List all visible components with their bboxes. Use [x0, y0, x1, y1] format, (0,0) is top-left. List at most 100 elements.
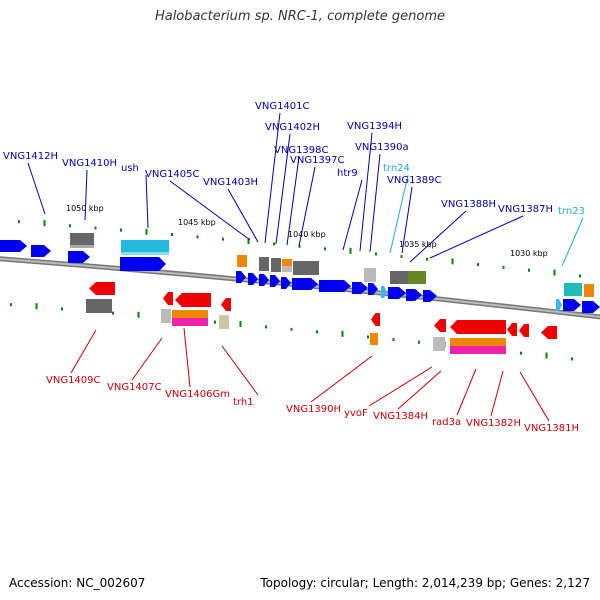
feature-box — [364, 268, 376, 282]
label-leader-line — [310, 355, 373, 403]
trna-feature — [556, 299, 562, 311]
gene-label: VNG1407C — [107, 382, 162, 393]
feature-box — [433, 337, 445, 351]
tick-mark — [145, 228, 148, 235]
gene-label: VNG1412H — [3, 151, 58, 162]
label-leader-line — [286, 156, 300, 246]
genome-summary-text: Topology: circular; Length: 2,014,239 bp… — [260, 576, 590, 590]
forward-cds — [68, 251, 90, 263]
reverse-cds — [434, 319, 446, 332]
forward-cds — [281, 277, 291, 289]
label-leader-line — [298, 166, 316, 247]
forward-cds — [388, 287, 406, 299]
label-leader-line — [369, 153, 381, 253]
feature-box — [172, 318, 208, 326]
label-leader-line — [275, 133, 291, 245]
tick-mark — [341, 330, 344, 337]
reverse-cds — [371, 313, 380, 326]
feature-box — [450, 346, 506, 354]
tick-mark — [324, 247, 326, 251]
gene-label: trn24 — [383, 163, 410, 174]
tick-mark — [545, 352, 548, 359]
label-leader-line — [401, 186, 413, 254]
tick-mark — [520, 351, 522, 355]
label-leader-line — [183, 327, 191, 388]
tick-mark — [477, 263, 479, 267]
label-leader-line — [519, 371, 550, 422]
tick-mark — [298, 244, 301, 248]
forward-cds — [368, 283, 378, 295]
tick-mark — [239, 321, 242, 328]
gene-label: VNG1390a — [355, 142, 409, 153]
tick-mark — [137, 311, 140, 318]
label-leader-line — [368, 366, 433, 407]
tick-mark — [69, 224, 71, 228]
label-leader-line — [397, 370, 442, 410]
tick-mark — [367, 335, 369, 339]
reverse-cds — [519, 324, 529, 337]
reverse-cds — [175, 293, 211, 307]
tick-mark — [528, 268, 530, 272]
forward-cds — [319, 280, 351, 292]
reverse-cds — [163, 292, 173, 305]
gene-label: trn23 — [558, 206, 585, 217]
forward-cds — [423, 290, 437, 302]
label-leader-line — [429, 215, 524, 259]
tick-mark — [112, 311, 114, 315]
forward-cds — [563, 299, 581, 311]
tick-mark — [273, 242, 275, 246]
tick-mark — [35, 303, 38, 310]
tick-mark — [316, 330, 318, 334]
gene-label: VNG1382H — [466, 418, 521, 429]
scale-label: 1035 kbp — [399, 240, 437, 249]
gene-label: VNG1401C — [255, 101, 310, 112]
scale-label: 1045 kbp — [178, 218, 216, 227]
label-leader-line — [145, 174, 149, 229]
tick-mark — [426, 257, 428, 261]
forward-cds — [352, 282, 368, 294]
label-leader-line — [169, 180, 251, 241]
tick-mark — [400, 255, 403, 259]
forward-cds — [248, 273, 258, 285]
gene-label: VNG1381H — [524, 423, 579, 434]
tick-mark — [94, 226, 97, 230]
scale-label: 1040 kbp — [288, 230, 326, 239]
feature-box — [121, 240, 169, 252]
gene-label: VNG1398C — [274, 145, 329, 156]
label-leader-line — [409, 210, 467, 263]
feature-box — [408, 271, 426, 284]
tick-mark — [553, 269, 556, 276]
reverse-cds — [89, 282, 115, 295]
feature-box — [259, 257, 269, 271]
forward-cds — [270, 275, 280, 287]
forward-cds — [259, 274, 269, 286]
gene-label: VNG1405C — [145, 169, 200, 180]
label-leader-line — [27, 162, 46, 215]
label-leader-line — [221, 345, 259, 396]
tick-mark — [10, 303, 12, 307]
tick-mark — [392, 338, 395, 342]
tick-mark — [579, 274, 581, 278]
tick-mark — [43, 220, 46, 227]
gene-label: yvoF — [344, 408, 368, 419]
tick-mark — [451, 258, 454, 265]
gene-label: VNG1410H — [62, 158, 117, 169]
feature-box — [293, 261, 319, 275]
feature-box — [564, 283, 582, 296]
tick-mark — [375, 252, 377, 256]
tick-mark — [418, 340, 420, 344]
feature-box — [271, 258, 281, 272]
feature-box — [70, 245, 94, 248]
gene-label: VNG1397C — [290, 155, 345, 166]
gene-label: VNG1387H — [498, 204, 553, 215]
feature-box — [390, 271, 408, 284]
tick-mark — [214, 320, 216, 324]
label-leader-line — [70, 329, 97, 374]
reverse-cds — [507, 323, 517, 336]
scale-label: 1050 kbp — [66, 204, 104, 213]
label-leader-line — [561, 217, 584, 267]
scale-ticks — [10, 220, 581, 361]
feature-box — [172, 310, 208, 318]
